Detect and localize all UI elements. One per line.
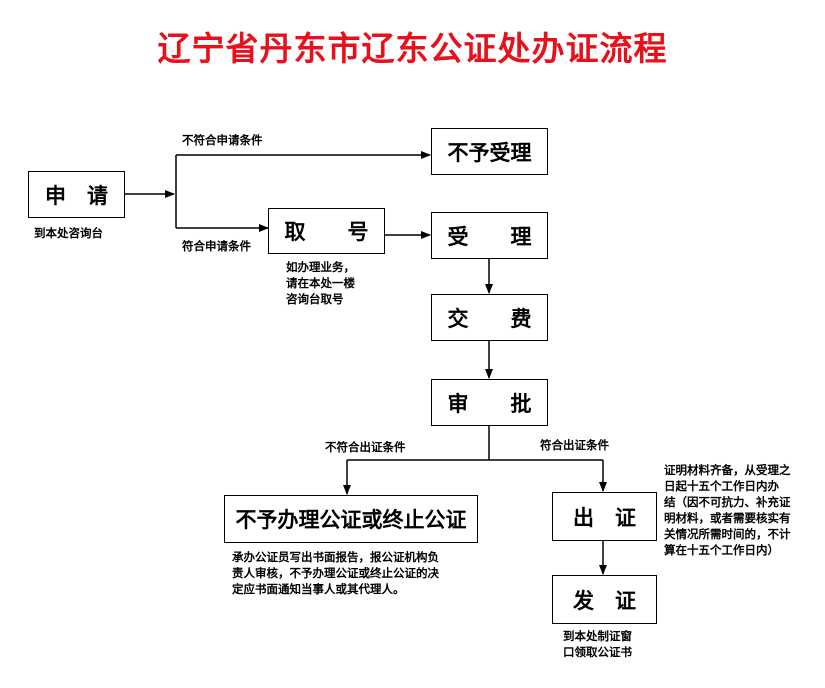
note-line: 承办公证员写出书面报告，报公证机构负 [232, 550, 439, 564]
page-title: 辽宁省丹东市辽东公证处办证流程 [157, 29, 668, 68]
node-take-number: 取 号 [268, 208, 385, 254]
note-line: 日起十五个工作日内办 [664, 479, 779, 493]
edge-label-meet-issue: 符合出证条件 [540, 438, 609, 452]
node-review: 审 批 [431, 379, 548, 426]
note-line: 责人审核，不予办理公证或终止公证的决 [232, 566, 439, 580]
note-line: 请在本处一楼 [286, 276, 355, 290]
note-line: 定应书面通知当事人或其代理人。 [232, 582, 405, 596]
note-line: 明材料，或者需要核实有 [664, 511, 791, 525]
note-deliver: 到本处制证窗 口领取公证书 [563, 628, 632, 660]
note-take-number: 如办理业务， 请在本处一楼 咨询台取号 [286, 259, 355, 307]
edge-label-not-meet-apply: 不符合申请条件 [182, 133, 263, 147]
edge-label-meet-apply: 符合申请条件 [182, 239, 251, 253]
note-line: 口领取公证书 [563, 645, 632, 659]
node-reject-accept: 不予受理 [431, 128, 548, 175]
node-pay: 交 费 [431, 294, 548, 341]
note-apply: 到本处咨询台 [34, 226, 103, 240]
note-line: 算在十五个工作日内） [664, 543, 779, 557]
node-refuse-terminate: 不予办理公证或终止公证 [224, 495, 478, 543]
note-line: 证明材料齐备，从受理之 [664, 463, 791, 477]
note-line: 关情况所需时间的，不计 [664, 527, 791, 541]
note-line: 结（因不可抗力、补充证 [664, 495, 791, 509]
note-line: 如办理业务， [286, 260, 355, 274]
edge-label-not-meet-issue: 不符合出证条件 [325, 440, 406, 454]
note-line: 到本处制证窗 [563, 629, 632, 643]
node-deliver: 发 证 [552, 575, 657, 624]
node-accept: 受 理 [431, 212, 548, 259]
note-line: 咨询台取号 [286, 292, 344, 306]
note-refuse: 承办公证员写出书面报告，报公证机构负 责人审核，不予办理公证或终止公证的决 定应… [232, 549, 439, 597]
note-issue: 证明材料齐备，从受理之 日起十五个工作日内办 结（因不可抗力、补充证 明材料，或… [664, 462, 791, 558]
node-apply: 申 请 [28, 171, 125, 218]
node-issue: 出 证 [552, 492, 657, 541]
